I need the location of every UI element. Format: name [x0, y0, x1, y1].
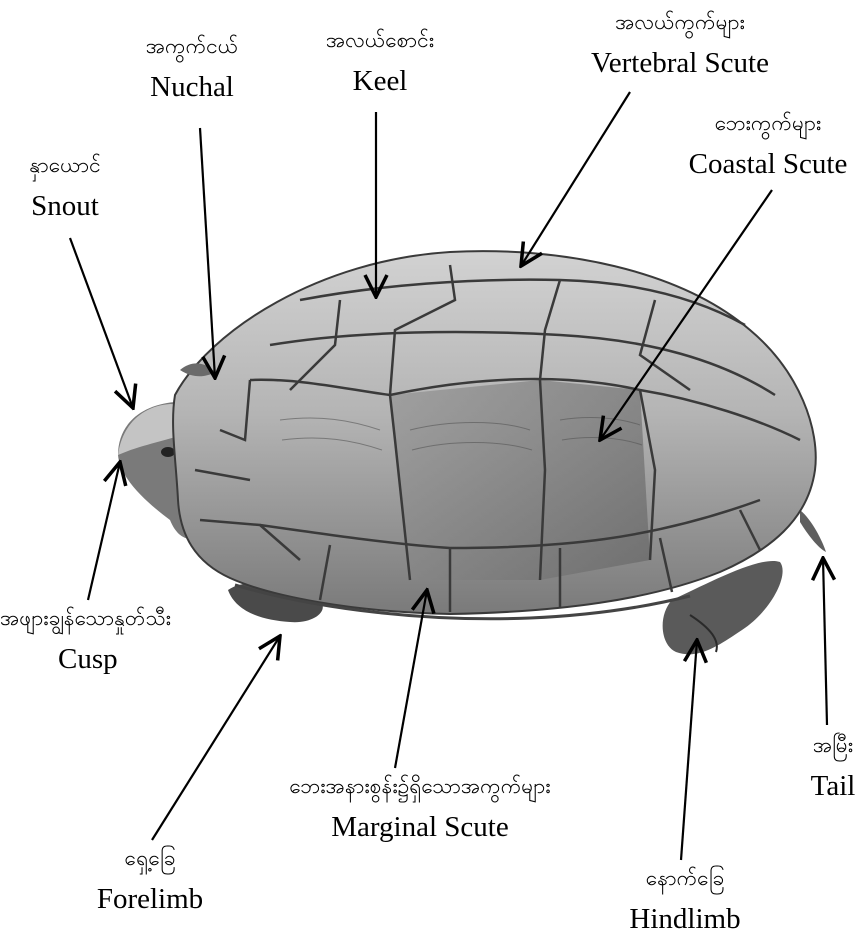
hindlimb-label-en: Hindlimb — [600, 905, 770, 934]
snout-arrow — [70, 238, 133, 408]
snout-label-my: နှာယောင် — [0, 155, 130, 176]
hindlimb-label-my: နောက်ခြေ — [600, 868, 770, 889]
coastal-label-my: ဘေးကွက်များ — [670, 113, 866, 134]
keel-label-my: အလယ်စောင်း — [300, 30, 460, 51]
forelimb-label-my: ရှေ့ခြေ — [60, 848, 240, 869]
cusp-label-en: Cusp — [0, 645, 250, 674]
tail-shape — [800, 510, 826, 552]
coastal-label-en: Coastal Scute — [670, 150, 866, 179]
marginal-label-my: ဘေးအနားစွန်း၌ရှိသောအကွက်များ — [230, 776, 610, 797]
marginal-label-en: Marginal Scute — [230, 813, 610, 842]
cusp-label-my: အဖျားချွန်သောနှုတ်သီး — [0, 608, 250, 629]
forelimb-label-en: Forelimb — [60, 885, 240, 914]
keel-label-en: Keel — [300, 67, 460, 96]
vertebral-label-en: Vertebral Scute — [560, 49, 800, 78]
nuchal-arrow — [200, 128, 215, 378]
tail-arrow — [823, 558, 827, 725]
tail-label-en: Tail — [800, 772, 866, 801]
vertebral-label: အလယ်ကွက်များ Vertebral Scute — [560, 12, 800, 78]
keel-label: အလယ်စောင်း Keel — [300, 30, 460, 96]
coastal-label: ဘေးကွက်များ Coastal Scute — [670, 113, 866, 179]
nuchal-label-my: အကွက်ငယ် — [112, 36, 272, 57]
turtle-illustration — [118, 251, 826, 654]
hindlimb-label: နောက်ခြေ Hindlimb — [600, 868, 770, 934]
hindlimb-arrow — [681, 640, 697, 860]
cusp-label: အဖျားချွန်သောနှုတ်သီး Cusp — [0, 608, 250, 674]
forelimb-label: ရှေ့ခြေ Forelimb — [60, 848, 240, 914]
snout-label: နှာယောင် Snout — [0, 155, 130, 221]
vertebral-arrow — [521, 92, 630, 266]
vertebral-label-my: အလယ်ကွက်များ — [560, 12, 800, 33]
marginal-label: ဘေးအနားစွန်း၌ရှိသောအကွက်များ Marginal Sc… — [230, 776, 610, 842]
nuchal-label-en: Nuchal — [112, 73, 272, 102]
tail-label-my: အမြီး — [800, 735, 866, 756]
snout-label-en: Snout — [0, 192, 130, 221]
nuchal-label: အကွက်ငယ် Nuchal — [112, 36, 272, 102]
cusp-arrow — [88, 462, 120, 600]
tail-label: အမြီး Tail — [800, 735, 866, 801]
